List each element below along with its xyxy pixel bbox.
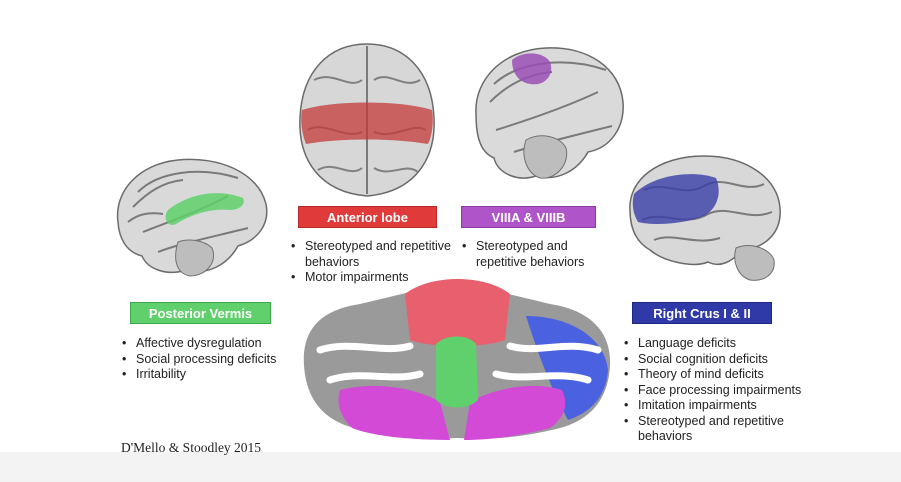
citation: D'Mello & Stoodley 2015 <box>121 440 262 455</box>
list-item: Stereotyped and repetitive behaviors <box>460 239 620 270</box>
posterior-vermis-list: Affective dysregulation Social processin… <box>120 336 290 383</box>
list-item: Stereotyped and repetitive behaviors <box>289 239 459 270</box>
bottom-band <box>0 452 901 482</box>
list-item: Stereotyped and repetitive behaviors <box>622 414 832 445</box>
list-item: Language deficits <box>622 336 832 352</box>
axial-brain-top-image <box>299 43 435 197</box>
anterior-lobe-list: Stereotyped and repetitive behaviors Mot… <box>289 239 459 286</box>
viii-list: Stereotyped and repetitive behaviors <box>460 239 620 270</box>
sagittal-brain-right-image <box>475 47 624 179</box>
posterior-vermis-label: Posterior Vermis <box>130 302 271 324</box>
anterior-lobe-label: Anterior lobe <box>298 206 437 228</box>
list-item: Social processing deficits <box>120 352 290 368</box>
list-item: Motor impairments <box>289 270 459 286</box>
list-item: Social cognition deficits <box>622 352 832 368</box>
list-item: Affective dysregulation <box>120 336 290 352</box>
viii-label: VIIIA & VIIIB <box>461 206 596 228</box>
right-crus-label: Right Crus I & II <box>632 302 772 324</box>
list-item: Face processing impairments <box>622 383 832 399</box>
right-crus-list: Language deficits Social cognition defic… <box>622 336 832 445</box>
cerebellum-flatmap-image <box>303 279 611 440</box>
list-item: Irritability <box>120 367 290 383</box>
sagittal-brain-left-image <box>116 158 268 277</box>
list-item: Imitation impairments <box>622 398 832 414</box>
list-item: Theory of mind deficits <box>622 367 832 383</box>
lateral-brain-right-image <box>629 155 781 281</box>
